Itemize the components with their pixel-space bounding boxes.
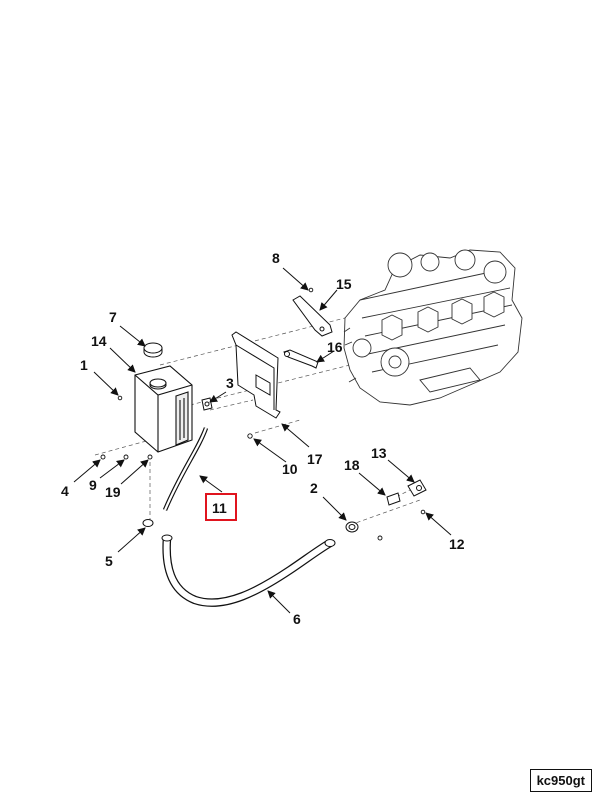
clamp-2 bbox=[345, 521, 359, 533]
mounting-plate-17 bbox=[231, 331, 281, 419]
callout-5: 5 bbox=[105, 553, 113, 569]
leader-lines bbox=[73, 267, 452, 614]
figure-reference-tag: kc950gt bbox=[529, 769, 592, 792]
alignment-lines bbox=[94, 317, 421, 526]
engine-assembly bbox=[343, 249, 523, 406]
tank-cap-7 bbox=[143, 342, 163, 358]
overflow-hose-11 bbox=[162, 427, 209, 511]
small-hardware bbox=[100, 287, 426, 541]
clamp-5 bbox=[142, 519, 154, 527]
highlight-box-callout-11 bbox=[205, 493, 237, 521]
clip-3 bbox=[201, 397, 213, 411]
callout-18: 18 bbox=[344, 457, 360, 473]
callout-13: 13 bbox=[371, 445, 387, 461]
callout-7: 7 bbox=[109, 309, 117, 325]
callout-12: 12 bbox=[449, 536, 465, 552]
bracket-15 bbox=[292, 295, 333, 337]
callout-17: 17 bbox=[307, 451, 323, 467]
callout-19: 19 bbox=[105, 484, 121, 500]
hose-6 bbox=[161, 534, 336, 607]
callout-4: 4 bbox=[61, 483, 69, 499]
callout-1: 1 bbox=[80, 357, 88, 373]
fitting-18 bbox=[386, 492, 401, 506]
callout-14: 14 bbox=[91, 333, 107, 349]
callout-9: 9 bbox=[89, 477, 97, 493]
callout-6: 6 bbox=[293, 611, 301, 627]
callout-15: 15 bbox=[336, 276, 352, 292]
callout-2: 2 bbox=[310, 480, 318, 496]
callout-10: 10 bbox=[282, 461, 298, 477]
callout-3: 3 bbox=[226, 375, 234, 391]
coolant-tank-14 bbox=[134, 365, 193, 453]
callout-16: 16 bbox=[327, 339, 343, 355]
clamp-16 bbox=[283, 349, 319, 369]
callout-8: 8 bbox=[272, 250, 280, 266]
callout-11: 11 bbox=[212, 500, 227, 516]
fitting-13 bbox=[407, 479, 427, 497]
